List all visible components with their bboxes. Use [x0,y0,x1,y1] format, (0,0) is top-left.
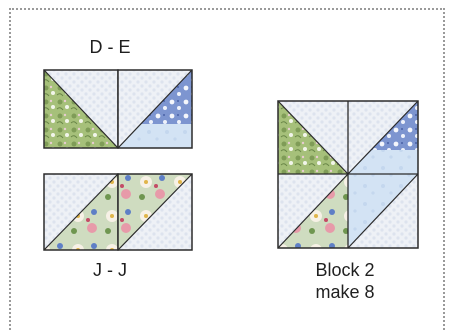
block-2-quadrant-top-right [347,100,419,175]
unit-d-e-right [117,69,193,149]
block-2-quadrant-bottom-right [347,173,419,249]
block-2-outline [277,100,419,249]
unit-label-j-j: J - J [93,260,127,280]
block-count: make 8 [315,282,375,302]
unit-label-d-e: D - E [89,37,131,57]
unit-j-j-right [117,173,193,251]
block-2-quadrant-bottom-left [277,173,349,249]
unit-d-e-left [43,69,119,149]
block-name: Block 2 [315,260,375,280]
block-caption: Block 2 make 8 [290,259,400,303]
dotted-frame [9,8,445,330]
block-2-quadrant-top-left [277,100,349,175]
unit-j-j-left [43,173,119,251]
